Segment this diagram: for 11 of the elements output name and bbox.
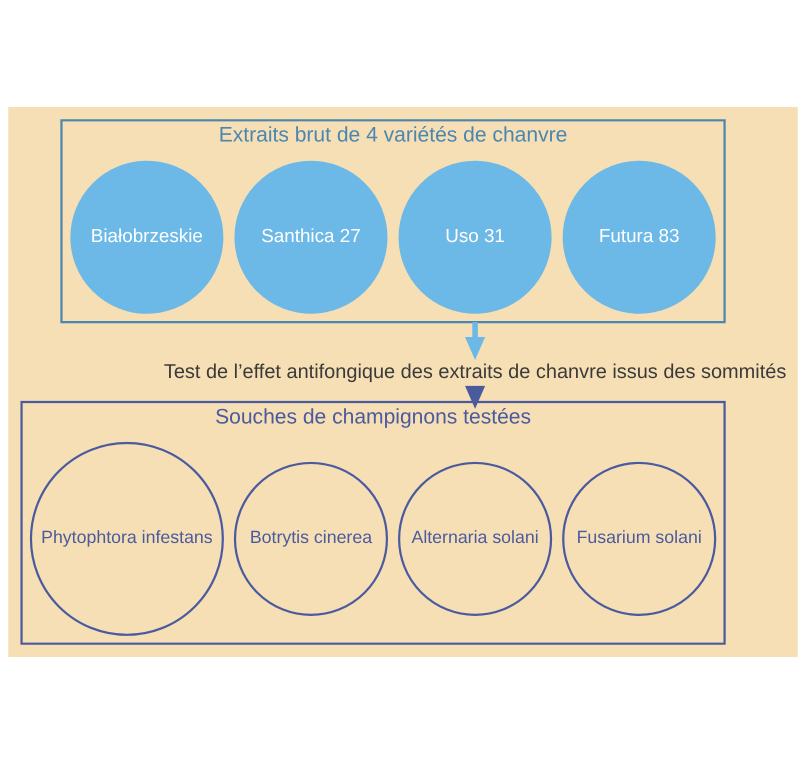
node-text: Test de l’effet antifongique des extraits de chanvre issus des sommités (164, 360, 786, 383)
node-circle: Uso 31 (398, 160, 552, 314)
node-circle: Fusarium solani (562, 461, 716, 616)
node-circle: Phytophtora infestans (30, 441, 224, 636)
node-circle: Santhica 27 (234, 160, 388, 314)
node-circle: Białobrzeskie (70, 160, 224, 314)
arrow (465, 385, 486, 408)
node-circle: Alternaria solani (398, 461, 552, 616)
arrow (465, 322, 486, 360)
node-circle: Botrytis cinerea (234, 461, 388, 616)
node-circle: Futura 83 (562, 160, 716, 314)
